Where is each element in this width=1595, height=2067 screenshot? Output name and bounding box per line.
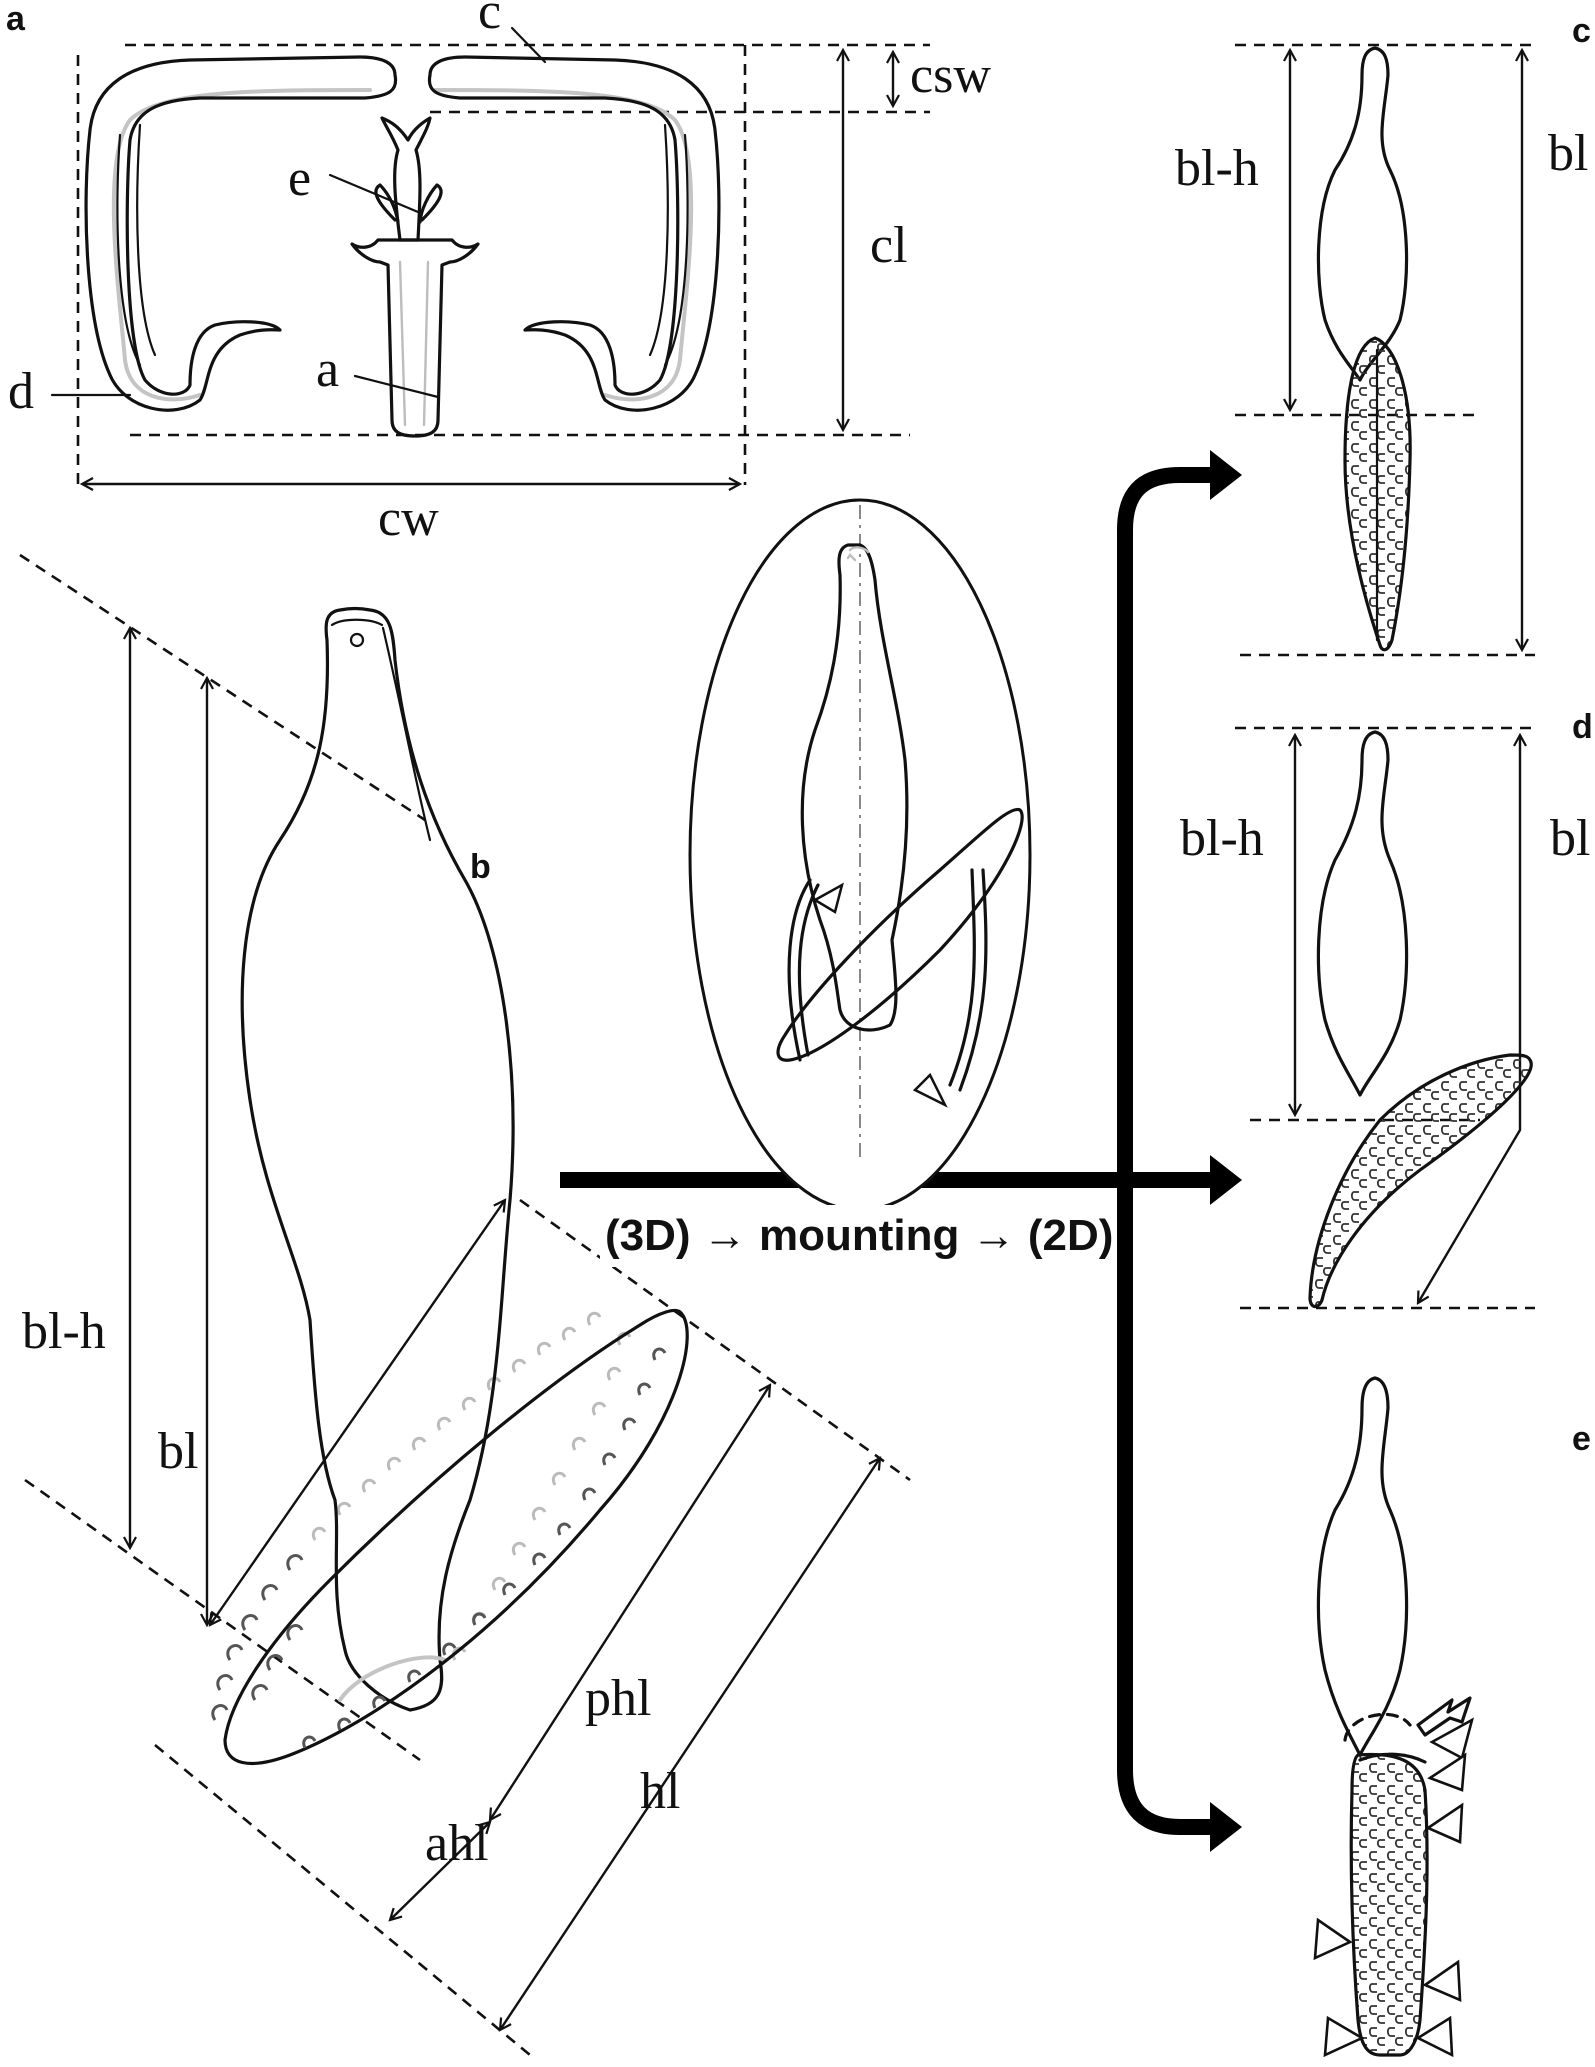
b-guide-top [19,553,426,822]
right-clamp [427,55,721,412]
label-d: d [8,363,34,420]
d-measure-bl: bl [1550,810,1590,867]
mount-body [800,543,909,1032]
left-clamp-core [111,88,372,402]
anchor-core-1 [398,260,407,427]
panel-e: e [1313,1376,1591,2058]
e-pointer-5 [1422,1959,1462,2003]
panel-d: d bl-h bl [1180,708,1593,1310]
b-head-mouth [330,618,384,627]
mount-hook-left [787,878,820,1062]
mount-caption: (3D) → mounting → (2D) [605,1211,1113,1260]
left-clamp [84,55,398,412]
b-ahl-arrow [390,1822,490,1920]
right-clamp-inner [648,123,689,367]
arrow-head-e [1210,1802,1242,1852]
panel-c: c bl-h bl [1175,12,1591,657]
leader-c [510,26,547,64]
arrow-head-c [1210,450,1242,500]
leader-a [353,374,440,399]
e-pointer-open-arrow [1416,1696,1472,1737]
extension-leaf-right [418,183,443,224]
extension [380,116,432,242]
mount-hook-tip-left [812,882,844,914]
mount-hook-tip-right [912,1072,948,1108]
anchor-core-2 [422,260,430,427]
mount-head-detail [846,546,870,562]
c-measure-bl: bl [1548,125,1588,182]
leader-e [328,173,420,214]
e-haptor [1349,1752,1429,2057]
b-side-line [381,626,432,842]
c-measure-blh: bl-h [1175,140,1259,197]
b-measure-blh: bl-h [22,1303,106,1360]
b-guide-mid [24,1478,421,1762]
e-pointer-2 [1427,1752,1467,1792]
panel-d-letter: d [1572,708,1593,746]
arrow-head-d [1210,1155,1242,1205]
b-measure-hl: hl [640,1763,680,1820]
e-pointer-7 [1415,2015,1454,2058]
e-pointer-1 [1429,1717,1475,1760]
b-phl-arrow [490,1385,770,1820]
measure-csw: csw [910,47,991,104]
panel-a: a c e a d csw cl [6,0,991,547]
panel-a-letter: a [6,0,26,38]
panel-e-letter: e [1572,1420,1591,1458]
label-e: e [288,150,311,207]
b-guide-haptor-top [519,1198,911,1482]
center-mount: (3D) → mounting → (2D) [560,450,1242,1852]
panel-b: b bl-h bl phl ahl hl [19,553,911,2057]
extension-leaf-left [374,183,400,224]
b-body-base [338,1655,447,1702]
b-guide-bottom [154,1743,531,2057]
left-clamp-inner [116,123,157,367]
b-measure-ahl: ahl [425,1815,489,1872]
arrow-to-c [1117,467,1215,1180]
c-body [1316,46,1409,382]
b-measure-bl: bl [158,1423,198,1480]
b-body [240,606,515,1712]
e-pointer-4 [1313,1917,1353,1961]
e-pointer-3 [1425,1802,1464,1844]
e-junction [1358,1752,1427,1764]
b-hl-arrow [500,1458,880,2030]
measure-cl: cl [870,217,908,274]
d-body [1316,730,1409,1097]
e-pointer-6 [1323,2015,1365,2058]
b-measure-phl: phl [585,1670,651,1727]
right-clamp-core [433,88,694,402]
anchor [350,238,480,438]
e-body [1316,1376,1409,1757]
d-measure-blh: bl-h [1180,810,1264,867]
mount-hook-right [948,868,988,1092]
panel-b-letter: b [470,848,491,886]
panel-c-letter: c [1572,12,1591,50]
measure-cw: cw [378,490,439,547]
d-bl-arrow [1418,735,1520,1303]
b-eye-spot [349,632,365,648]
b-haptor-width-arrow [210,1200,505,1625]
caption-bg [600,1205,1105,1267]
label-c: c [478,0,501,40]
d-haptor [1308,1053,1533,1309]
e-break-dashed [1343,1712,1412,1742]
arrow-to-e [1117,1180,1215,1835]
label-a: a [316,341,339,398]
